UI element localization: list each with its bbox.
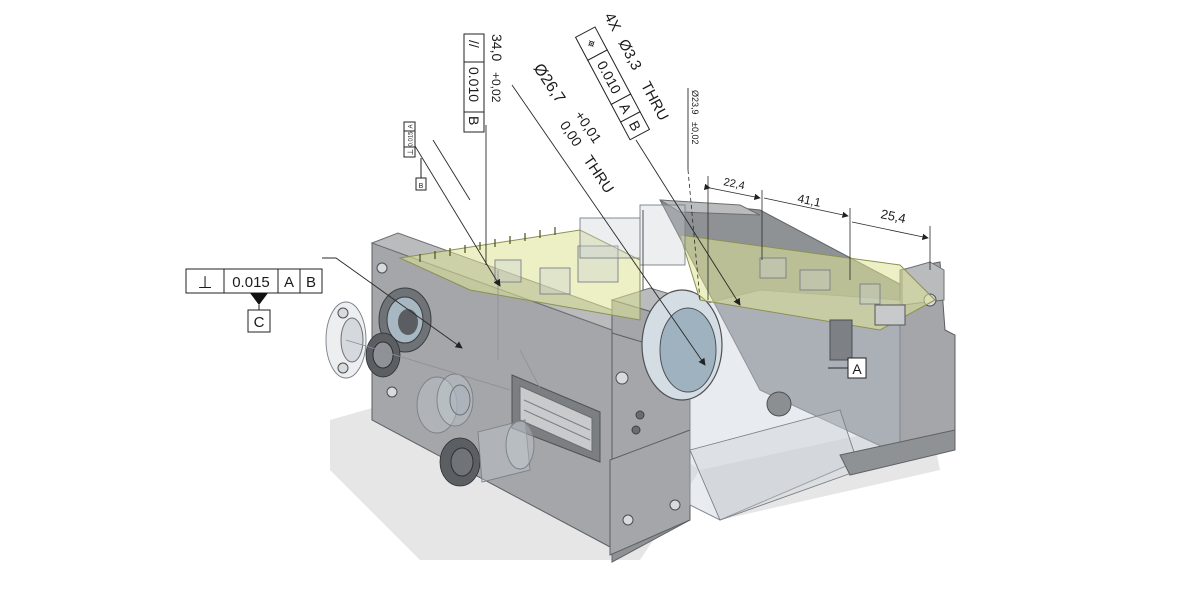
screw [376, 262, 388, 274]
flange-ring [325, 301, 367, 379]
pcb-board-right [679, 234, 936, 331]
parallelism-tolerance: 0.010 [466, 67, 482, 102]
datum-triangle [250, 293, 268, 305]
hole [635, 410, 645, 420]
fcf-parallelism: // 0.010 B [463, 33, 485, 133]
datum-a-tag: A [828, 357, 867, 379]
small-fcf-symbol: ⊥ [406, 148, 415, 155]
screw [669, 499, 681, 511]
screw [622, 514, 634, 526]
dim-length-value: 34,0 [489, 34, 505, 61]
shaft [477, 419, 535, 483]
datum-c-label: C [254, 314, 265, 331]
base-ledge [839, 429, 956, 476]
screw [615, 371, 629, 385]
small-datum-b-label: B [419, 183, 424, 190]
dim-holes-count: 4X [600, 10, 624, 34]
dim-bore-thru: THRU [580, 153, 617, 197]
fcf-leader [322, 257, 463, 349]
dim-length-tolerance: +0,02 [489, 72, 503, 103]
dim-chain-1: 22,4 [722, 176, 745, 192]
hole [631, 425, 641, 435]
knob [439, 437, 481, 487]
fcf-tolerance: 0.015 [232, 274, 270, 291]
perpendicularity-symbol: ⊥ [198, 273, 213, 292]
gear [365, 332, 401, 378]
small-fcf-tolerance: 0.015 [409, 131, 415, 147]
pcb-assembly [398, 204, 936, 361]
datum-a-label: A [852, 361, 862, 377]
fcf-datum-a: A [284, 274, 294, 291]
dim-chain-2: 41,1 [796, 191, 822, 210]
end-wall-bore [641, 289, 723, 401]
dim-chain-3: 25,4 [879, 206, 907, 226]
bushing [416, 373, 474, 434]
dim-small-bore-value: Ø23,9 [690, 90, 700, 115]
dim-holes-value: Ø3,3 [615, 36, 645, 73]
dim-small-bore-tolerance: ±0,02 [690, 122, 700, 144]
bearing-bore [378, 287, 432, 353]
fcf-datum-b: B [306, 274, 316, 291]
dim-bore-leader [511, 84, 706, 366]
screw [386, 386, 398, 398]
dim-chain: 22,4 41,1 25,4 [703, 176, 931, 300]
dim-bore-value: Ø26,7 [530, 61, 569, 107]
fcf-perpendicularity-left: ⊥ 0.015 A B C [185, 257, 463, 349]
small-fcf-datum: A [409, 124, 415, 128]
parallelism-symbol: // [466, 40, 482, 48]
parallelism-datum: B [466, 116, 482, 125]
fcf-perpendicularity-small: ⊥ 0.015 A [403, 121, 416, 158]
dim-holes-leader [635, 139, 741, 306]
dim-length-34: 34,0 +0,02 [485, 34, 505, 265]
dim-small-bore: Ø23,9 ±0,02 [642, 88, 701, 301]
exploded-parts [325, 270, 541, 487]
